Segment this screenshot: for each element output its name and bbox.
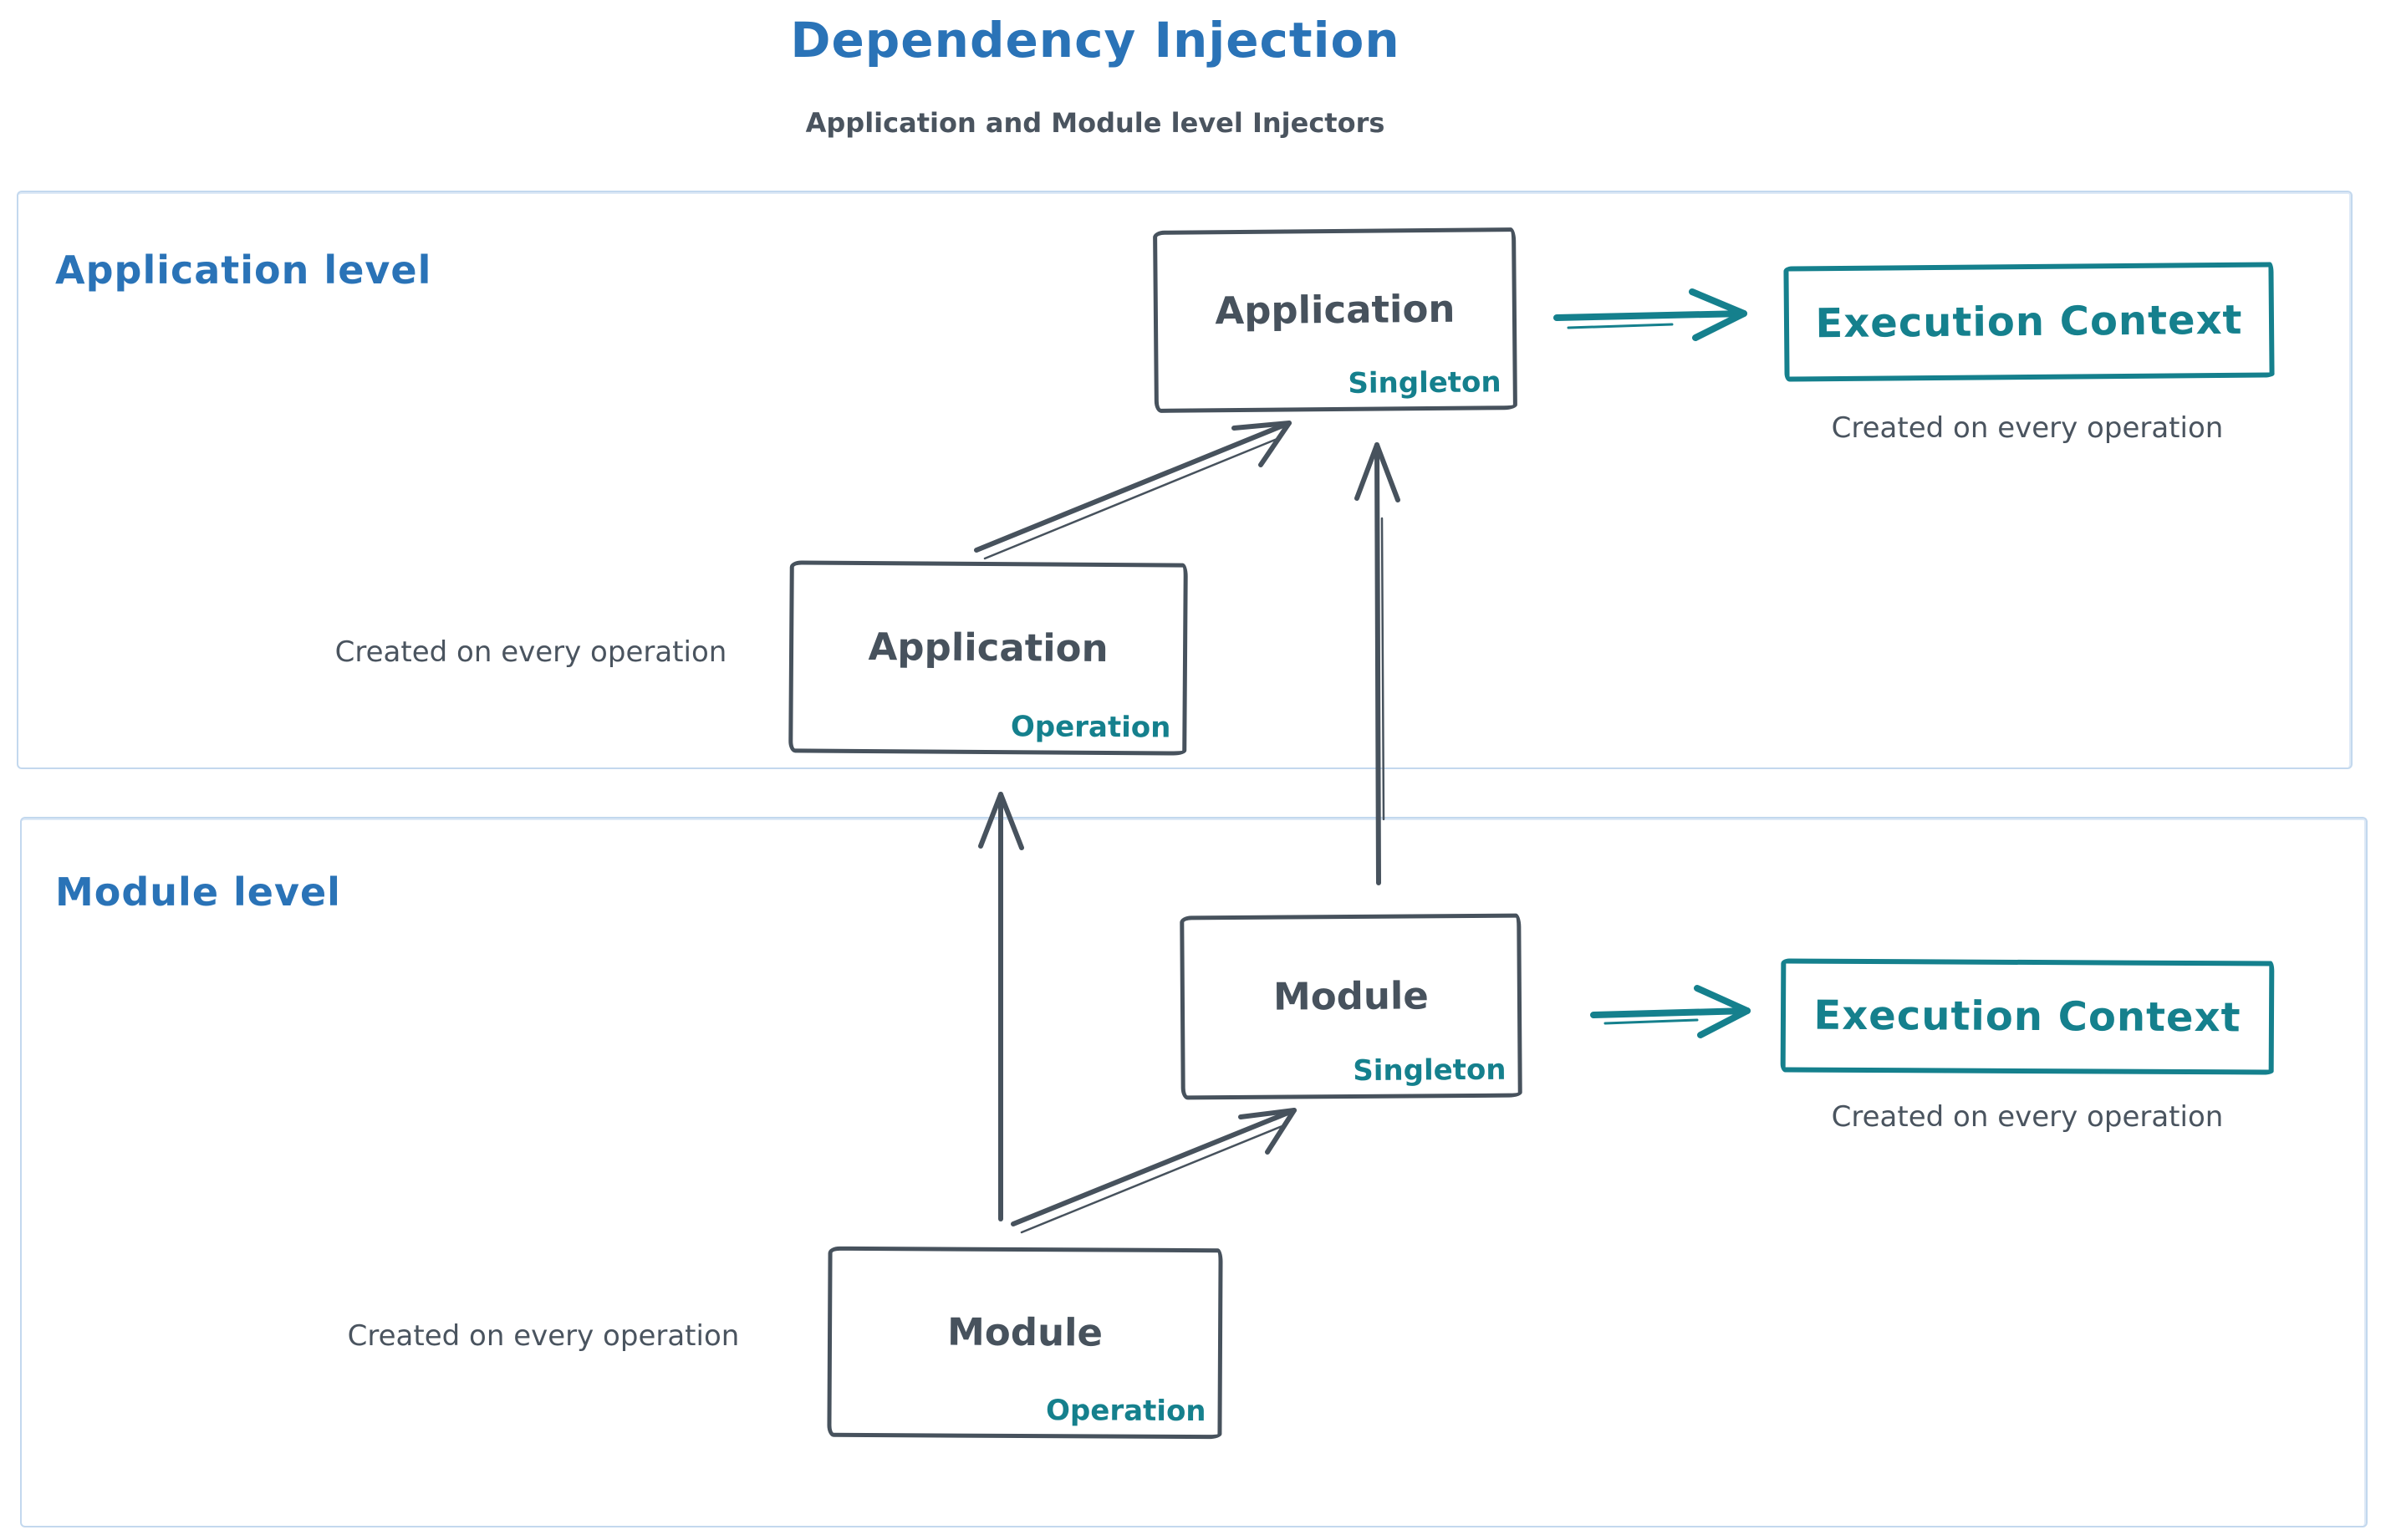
page-subtitle: Application and Module level Injectors <box>805 107 1385 139</box>
app-operation-title: Application <box>868 624 1109 671</box>
module-singleton-box: Module Singleton <box>1180 913 1522 1100</box>
module-operation-badge: Operation <box>1045 1394 1206 1429</box>
module-operation-box: Module Operation <box>827 1246 1223 1440</box>
module-singleton-badge: Singleton <box>1353 1053 1507 1088</box>
module-execution-context-box: Execution Context <box>1780 958 2275 1075</box>
module-execution-context-caption: Created on every operation <box>1831 1100 2224 1134</box>
module-level-label: Module level <box>55 869 341 915</box>
app-execution-context-box: Execution Context <box>1783 262 2275 382</box>
module-operation-caption: Created on every operation <box>347 1319 740 1353</box>
app-operation-box: Application Operation <box>788 560 1188 756</box>
app-execution-context-label: Execution Context <box>1815 296 2243 348</box>
page-title: Dependency Injection <box>790 12 1400 69</box>
module-execution-context-label: Execution Context <box>1813 992 2241 1042</box>
app-singleton-title: Application <box>1215 286 1456 333</box>
app-singleton-badge: Singleton <box>1348 365 1501 400</box>
module-operation-title: Module <box>946 1309 1104 1354</box>
application-level-label: Application level <box>55 247 432 293</box>
app-singleton-box: Application Singleton <box>1153 227 1517 413</box>
app-operation-caption: Created on every operation <box>334 635 727 669</box>
app-operation-badge: Operation <box>1010 710 1171 745</box>
module-level-container <box>20 817 2368 1527</box>
module-singleton-title: Module <box>1272 972 1430 1019</box>
app-execution-context-caption: Created on every operation <box>1831 411 2224 445</box>
application-level-container <box>17 191 2353 769</box>
